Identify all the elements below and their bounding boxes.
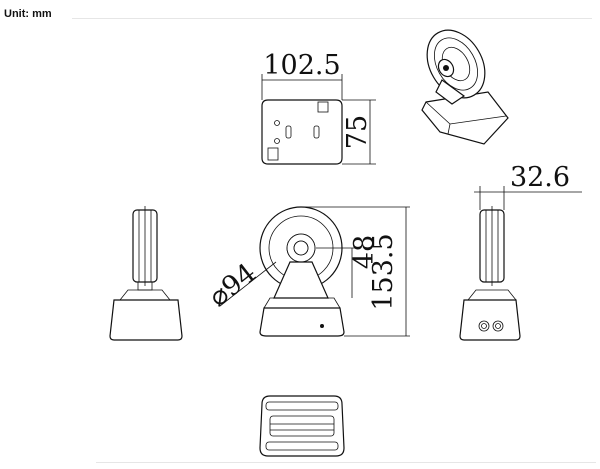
unit-label: Unit: mm — [4, 8, 52, 20]
left-side-view — [109, 206, 183, 341]
bottom-view — [259, 395, 345, 457]
top-view: 102.5 75 — [261, 50, 376, 165]
dim-axle-height: 48 — [349, 235, 380, 269]
dim-top-depth: 75 — [342, 115, 373, 149]
isometric-view — [421, 29, 509, 145]
dim-wheel-diameter: ⌀94 — [203, 258, 262, 314]
right-side-view: 32.6 — [459, 162, 582, 341]
dim-total-height: 153.5 — [368, 233, 399, 310]
dim-top-width: 102.5 — [263, 50, 340, 81]
front-view: ⌀94 48 153.5 — [203, 206, 410, 337]
dim-side-thickness: 32.6 — [510, 162, 570, 193]
top-divider — [72, 18, 592, 19]
bottom-divider — [96, 462, 596, 463]
